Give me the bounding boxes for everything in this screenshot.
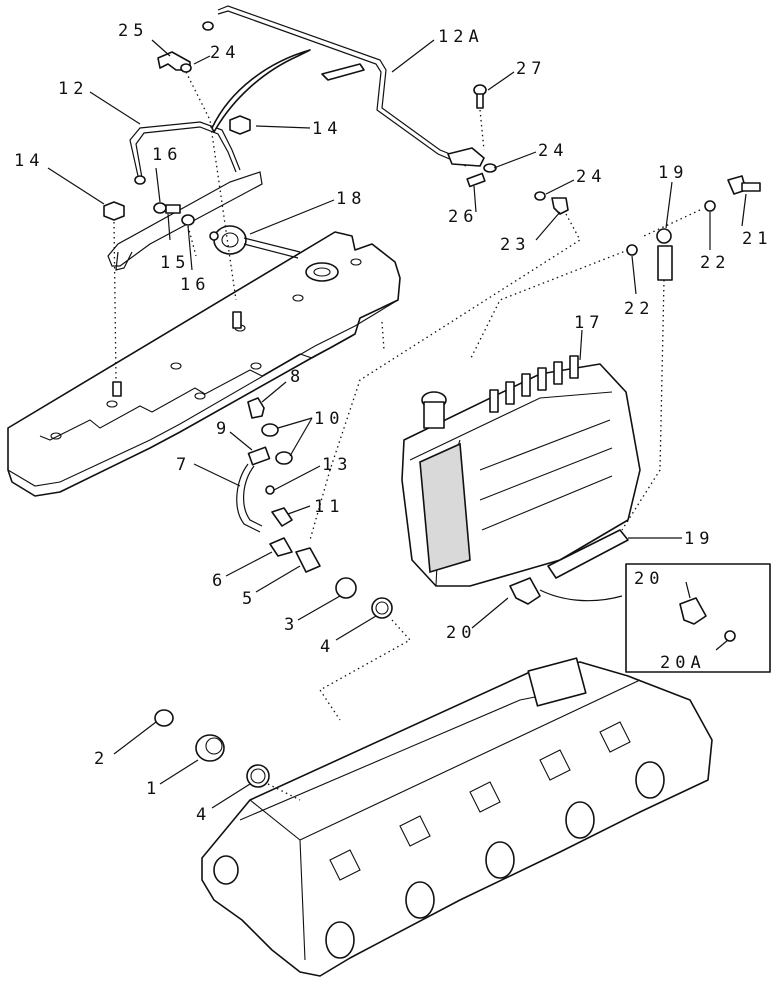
callout-12A: 12A [438, 27, 484, 47]
callout-24-right-b: 24 [576, 167, 606, 187]
callout-24-top: 24 [210, 43, 240, 63]
callout-10: 10 [314, 409, 344, 429]
line-19-top [656, 228, 673, 281]
callout-20-inset: 20 [634, 569, 664, 589]
plug-3 [335, 577, 357, 599]
leader-lines [47, 39, 747, 809]
callout-18: 18 [336, 189, 366, 209]
line-19-bottom [547, 529, 629, 579]
plug-1 [195, 734, 225, 762]
callout-27: 27 [516, 59, 546, 79]
callout-labels: 25 24 12A 27 12 14 14 16 18 15 16 24 24 … [14, 21, 772, 825]
washer-24-top [180, 21, 214, 73]
callout-14-left: 14 [14, 151, 44, 171]
callout-4-bottom: 4 [196, 805, 211, 825]
callout-20A: 20A [660, 653, 706, 673]
callout-23: 23 [500, 235, 530, 255]
callout-22-right: 22 [700, 253, 730, 273]
callout-12: 12 [58, 79, 88, 99]
fittings-23-24-26 [466, 163, 569, 215]
callout-14-right: 14 [312, 119, 342, 139]
nut-14-left [103, 201, 125, 221]
hose-7 [236, 463, 263, 533]
callout-19-bottom: 19 [684, 529, 714, 549]
fitting-11 [271, 507, 293, 527]
bolt-21 [727, 175, 761, 195]
callout-6: 6 [212, 571, 227, 591]
callout-26: 26 [448, 207, 478, 227]
callout-22-left: 22 [624, 299, 654, 319]
callout-7: 7 [176, 455, 191, 475]
callout-3: 3 [284, 615, 299, 635]
oring-13 [265, 485, 275, 495]
elbow-20 [509, 577, 541, 605]
callout-21: 21 [742, 229, 772, 249]
plug-2 [154, 709, 174, 727]
cover-studs [112, 311, 242, 397]
callout-9: 9 [216, 419, 231, 439]
cylinder-head [201, 657, 713, 977]
fittings-15-16 [153, 202, 195, 226]
callout-1: 1 [146, 779, 161, 799]
bolt-27 [473, 84, 487, 109]
fitting-6 [269, 537, 293, 557]
callout-25: 25 [118, 21, 148, 41]
fitting-9 [247, 446, 271, 466]
fitting-5 [295, 547, 321, 573]
seal-4-bottom [246, 764, 270, 788]
inset-detail-box [625, 563, 771, 673]
injector-18 [209, 225, 301, 259]
alignment-dotted-lines [113, 71, 701, 801]
fuel-line-12A [217, 5, 485, 167]
callout-4-top: 4 [320, 637, 335, 657]
callout-16-top: 16 [152, 145, 182, 165]
injection-pump-17 [401, 355, 641, 587]
nut-14-right [229, 115, 251, 135]
washers-10 [261, 423, 293, 465]
callout-5: 5 [242, 589, 257, 609]
callout-2: 2 [94, 749, 109, 769]
callout-20: 20 [446, 623, 476, 643]
callout-24-right-a: 24 [538, 141, 568, 161]
fuel-line-12 [107, 121, 263, 271]
seal-4-top [371, 597, 393, 619]
callout-8: 8 [290, 367, 305, 387]
fitting-8 [247, 397, 265, 419]
washers-22 [626, 200, 716, 256]
callout-16-bottom: 16 [180, 275, 210, 295]
callout-19-top: 19 [658, 163, 688, 183]
callout-15: 15 [160, 253, 190, 273]
callout-17: 17 [574, 313, 604, 333]
callout-13: 13 [322, 455, 352, 475]
shield-strip [211, 49, 311, 133]
callout-11: 11 [314, 497, 344, 517]
